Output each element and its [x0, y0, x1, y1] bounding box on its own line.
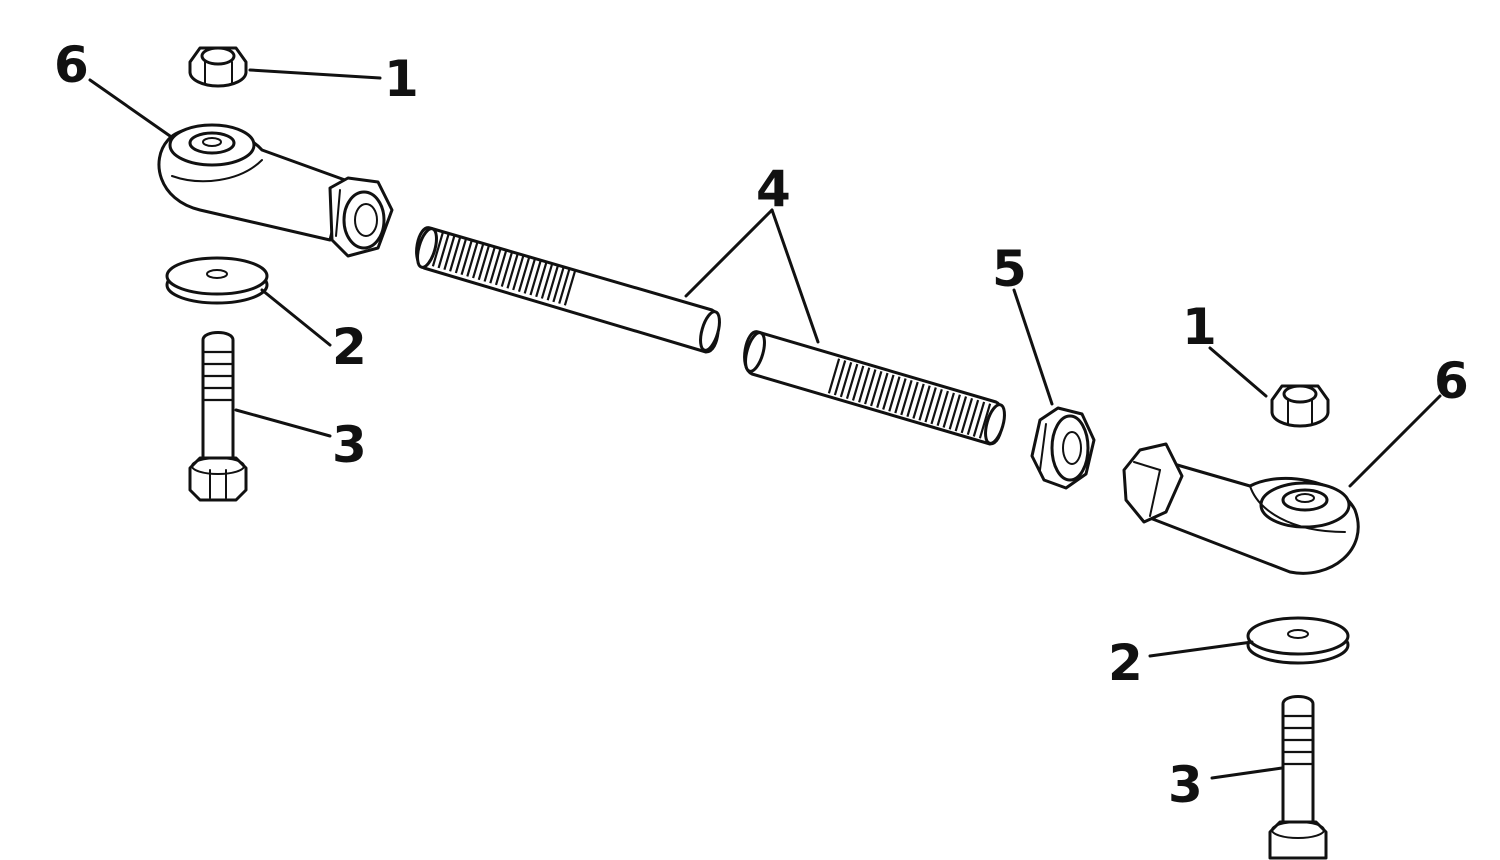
thread-mark — [517, 256, 531, 293]
lock-nut-right — [1270, 384, 1330, 428]
thread-mark — [888, 376, 901, 412]
callout-rod-end-left: 6 — [54, 36, 89, 94]
thread-mark — [506, 253, 519, 289]
thread-mark — [894, 378, 907, 414]
callout-jam-nut: 5 — [992, 240, 1027, 298]
thread-mark — [472, 243, 485, 279]
thread-mark — [882, 374, 895, 410]
thread-mark — [912, 383, 925, 419]
thread-mark — [552, 266, 565, 303]
thread-mark — [443, 234, 456, 271]
rod-end-left — [157, 123, 394, 258]
thread-mark — [930, 388, 943, 425]
thread-mark — [449, 236, 462, 272]
thread-mark — [839, 361, 853, 398]
thread-mark — [845, 363, 859, 400]
thread-mark — [494, 250, 508, 286]
rod-threads-left — [431, 231, 577, 306]
thread-mark — [558, 268, 571, 304]
thread-mark — [851, 365, 865, 401]
callout-nut-right: 1 — [1182, 298, 1217, 356]
callout-bolt-left: 3 — [332, 416, 367, 474]
thread-mark — [906, 381, 919, 418]
thread-mark — [942, 392, 955, 428]
thread-mark — [535, 261, 548, 298]
thread-mark — [924, 387, 937, 423]
thread-mark — [918, 385, 931, 421]
thread-mark — [500, 251, 514, 287]
callout-nut-left: 1 — [384, 50, 419, 108]
thread-mark — [460, 239, 473, 276]
thread-mark — [546, 265, 559, 301]
callout-washer-left: 2 — [332, 318, 367, 376]
thread-mark — [523, 258, 536, 294]
thread-mark — [972, 401, 986, 437]
thread-mark — [960, 397, 974, 434]
thread-mark — [948, 394, 961, 430]
callout-bolt-right: 3 — [1168, 756, 1203, 814]
threaded-rod-left-half — [415, 226, 721, 354]
rod-threads-right — [827, 358, 992, 439]
bolt-left — [188, 331, 248, 502]
thread-mark — [966, 399, 980, 436]
jam-nut — [1030, 406, 1096, 490]
thread-mark — [489, 248, 502, 284]
thread-mark — [833, 360, 847, 396]
thread-mark — [954, 396, 968, 432]
callout-rod-end-right: 6 — [1434, 352, 1469, 410]
thread-mark — [870, 370, 883, 407]
thread-mark — [858, 367, 871, 403]
thread-mark — [483, 246, 496, 282]
thread-mark — [477, 244, 491, 281]
thread-mark — [454, 238, 468, 274]
thread-mark — [437, 233, 450, 269]
thread-mark — [540, 263, 554, 299]
thread-mark — [900, 379, 913, 416]
threaded-rod-right-half — [743, 330, 1006, 446]
thread-mark — [431, 231, 445, 267]
lock-nut-left — [188, 46, 248, 88]
thread-mark — [936, 390, 949, 427]
washer-right — [1246, 616, 1350, 665]
thread-mark — [563, 270, 577, 306]
callout-rod: 4 — [756, 160, 791, 218]
washer-left — [165, 256, 269, 305]
bolt-right — [1268, 695, 1328, 860]
thread-mark — [512, 255, 525, 291]
thread-mark — [529, 260, 542, 296]
thread-mark — [864, 369, 877, 405]
leader-lines — [88, 68, 1442, 780]
thread-mark — [827, 358, 841, 394]
callout-washer-right: 2 — [1108, 634, 1143, 692]
thread-mark — [466, 241, 479, 277]
thread-mark — [876, 372, 889, 409]
rod-end-right — [1122, 442, 1360, 575]
thread-mark — [978, 403, 992, 439]
